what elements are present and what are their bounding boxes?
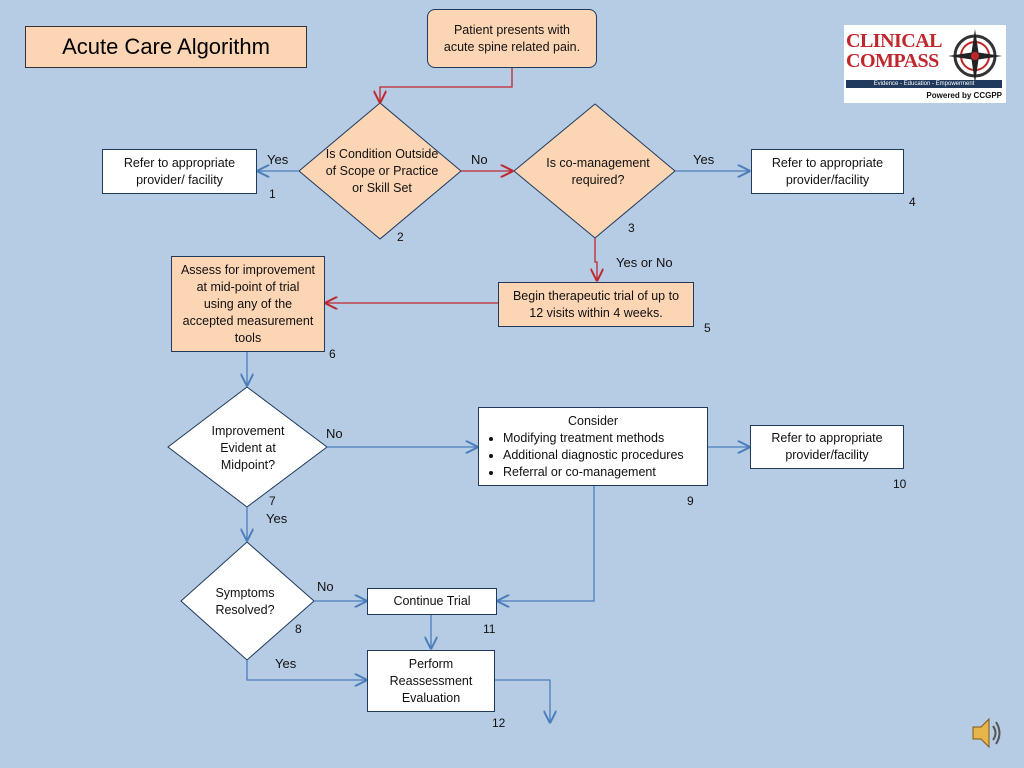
- node-9: Consider Modifying treatment methods Add…: [478, 407, 708, 486]
- page-title: Acute Care Algorithm: [25, 26, 307, 68]
- compass-icon: [948, 29, 1002, 83]
- edge-label-yes: Yes: [693, 152, 715, 167]
- logo-line2: COMPASS: [846, 50, 939, 72]
- node-start: Patient presents with acute spine relate…: [427, 9, 597, 68]
- step-number: 1: [269, 187, 276, 201]
- edge-label-no: No: [326, 426, 343, 441]
- edge-n3-n5: [595, 238, 597, 280]
- step-number: 7: [269, 494, 276, 508]
- node-1: Refer to appropriate provider/ facility: [102, 149, 257, 194]
- edge-n9-n11: [498, 486, 595, 601]
- edge-start-n2: [380, 68, 513, 102]
- edge-label-yes-or-no: Yes or No: [616, 255, 673, 270]
- edge-label-no: No: [471, 152, 488, 167]
- node-4: Refer to appropriate provider/facility: [751, 149, 904, 194]
- logo-line1: CLINICAL: [846, 30, 943, 52]
- clinical-compass-logo: CLINICAL COMPASS Evidence - Education - …: [844, 25, 1006, 103]
- edge-n8-n12: [246, 660, 366, 680]
- step-number: 5: [704, 321, 711, 335]
- logo-tagline: Evidence - Education - Empowerment: [846, 80, 1002, 88]
- edge-n12-out: [494, 679, 550, 722]
- node-9-item: Referral or co-management: [503, 464, 707, 481]
- step-number: 3: [628, 221, 635, 235]
- node-9-item: Additional diagnostic procedures: [503, 447, 707, 464]
- edge-label-no: No: [317, 579, 334, 594]
- node-8-label: Symptoms Resolved?: [215, 586, 275, 617]
- step-number: 11: [483, 622, 496, 636]
- step-number: 9: [687, 494, 694, 508]
- logo-powered: Powered by CCGPP: [926, 91, 1002, 100]
- step-number: 10: [893, 477, 907, 491]
- node-6: Assess for improvement at mid-point of t…: [171, 256, 325, 352]
- step-number: 6: [329, 347, 336, 361]
- step-number: 4: [909, 195, 916, 209]
- speaker-icon[interactable]: [970, 715, 1004, 751]
- node-11: Continue Trial: [367, 588, 497, 615]
- node-5: Begin therapeutic trial of up to 12 visi…: [498, 282, 694, 327]
- node-12: Perform Reassessment Evaluation: [367, 650, 495, 712]
- step-number: 12: [492, 716, 506, 730]
- diamond-n2: [298, 102, 462, 240]
- edge-label-yes: Yes: [275, 656, 297, 671]
- node-2-label: Is Condition Outside of Scope or Practic…: [325, 146, 439, 195]
- node-10: Refer to appropriate provider/facility: [750, 425, 904, 469]
- node-7-label: Improvement Evident at Midpoint?: [211, 423, 285, 472]
- edge-label-yes: Yes: [266, 511, 288, 526]
- edge-label-yes: Yes: [267, 152, 289, 167]
- node-9-title: Consider: [567, 414, 619, 428]
- step-number: 2: [397, 230, 404, 244]
- step-number: 8: [295, 622, 302, 636]
- node-3-label: Is co-management required?: [546, 156, 650, 187]
- node-9-item: Modifying treatment methods: [503, 430, 707, 447]
